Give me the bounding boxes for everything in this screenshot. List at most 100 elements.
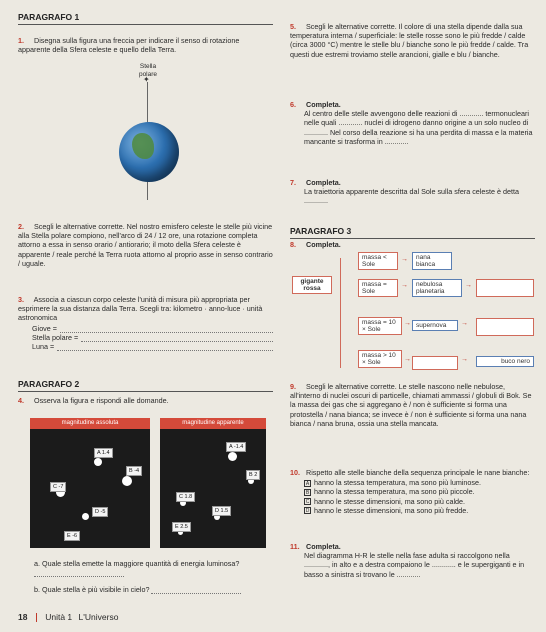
- star-d: [214, 514, 220, 520]
- star-c: [56, 488, 65, 497]
- checkbox[interactable]: B: [304, 489, 311, 497]
- answer-blank[interactable]: [34, 569, 124, 578]
- exercise-number: 3.: [18, 295, 24, 304]
- exercise-text: Nel diagramma H-R le stelle nella fase a…: [304, 551, 525, 579]
- exercise-5: 5. Scegli le alternative corrette. Il co…: [290, 22, 535, 59]
- exercise-text: Scegli le alternative corrette. Le stell…: [290, 382, 532, 428]
- arrow-right-icon: →: [465, 282, 472, 289]
- panel-title: magnitudine apparente: [160, 418, 266, 429]
- exercise-1: 1. Disegna sulla figura una freccia per …: [18, 36, 273, 54]
- exercise-text: Associa a ciascun corpo celeste l'unità …: [18, 295, 263, 323]
- question-4a: a. Quale stella emette la maggiore quant…: [34, 559, 274, 578]
- arrow-right-icon: →: [404, 356, 411, 363]
- section-heading-paragrafo-3: PARAGRAFO 3: [290, 226, 535, 239]
- exercise-number: 5.: [290, 22, 296, 31]
- exercise-9: 9. Scegli le alternative corrette. Le st…: [290, 382, 535, 428]
- star-label: C -7: [50, 482, 67, 492]
- exercise-number: 8.: [290, 240, 296, 249]
- continent-shape: [132, 133, 154, 159]
- exercise-7: 7. Completa. La traiettoria apparente de…: [290, 178, 535, 206]
- flow-box-blank-2[interactable]: [476, 318, 534, 336]
- checkbox[interactable]: A: [304, 479, 311, 487]
- star-e: [178, 530, 183, 535]
- flow-box-center: gigante rossa: [292, 276, 332, 295]
- star-label: E -6: [64, 531, 81, 541]
- exercise-title: Completa.: [306, 100, 341, 109]
- question-text: b. Quale stella è più visibile in cielo?: [34, 585, 150, 594]
- exercise-number: 6.: [290, 100, 296, 109]
- star-d: [82, 513, 89, 520]
- star-label: C 1.8: [176, 492, 196, 502]
- flow-box-buco-nero: buco nero: [476, 356, 534, 368]
- exercise-4: 4. Osserva la figura e rispondi alle dom…: [18, 396, 273, 405]
- answer-blank[interactable]: [151, 586, 242, 595]
- arrow-right-icon: →: [461, 356, 468, 363]
- arrow-right-icon: →: [404, 320, 411, 327]
- row-label: Luna =: [32, 342, 55, 352]
- question-text: a. Quale stella emette la maggiore quant…: [34, 559, 240, 568]
- star-a: [228, 452, 237, 461]
- exercise-text: La traiettoria apparente descritta dal S…: [304, 187, 519, 206]
- star-label: B 2: [246, 470, 261, 480]
- flow-box-blank-3[interactable]: [412, 356, 458, 370]
- exercise-text: Scegli le alternative corrette. Il color…: [290, 22, 529, 59]
- exercise-10: 10. Rispetto alle stelle bianche della s…: [290, 468, 535, 515]
- magnitude-panel-apparent: magnitudine apparente A -1.4 B 2 C 1.8 D…: [160, 418, 266, 548]
- flow-box-mass-10-sun: massa = 10 × Sole: [358, 317, 402, 336]
- row-label: Giove =: [32, 323, 57, 333]
- star-icon: ✦: [143, 75, 150, 84]
- checkbox[interactable]: D: [304, 507, 311, 515]
- exercise-text: Disegna sulla figura una freccia per ind…: [18, 36, 240, 55]
- star-label: Stella polare: [138, 63, 158, 79]
- exercise-number: 11.: [290, 542, 300, 551]
- exercise-number: 7.: [290, 178, 296, 187]
- star-label: B -4: [126, 466, 143, 476]
- section-heading-paragrafo-1: PARAGRAFO 1: [18, 12, 273, 25]
- answer-row-luna[interactable]: Luna =: [32, 342, 273, 352]
- answer-row-giove[interactable]: Giove =: [32, 324, 273, 333]
- exercise-number: 2.: [18, 222, 24, 231]
- option-text: hanno le stesse dimensioni, ma sono più …: [314, 496, 466, 506]
- question-4b: b. Quale stella è più visibile in cielo?: [34, 585, 274, 595]
- panel-title: magnitudine assoluta: [30, 418, 150, 429]
- option-text: hanno le stesse dimensioni, ma sono più …: [314, 505, 469, 515]
- flow-box-supernova: supernova: [412, 320, 458, 332]
- unit-title: L'Universo: [78, 612, 119, 622]
- exercise-number: 10.: [290, 468, 300, 477]
- star-a: [94, 458, 102, 466]
- unit-label: Unità 1: [45, 612, 73, 622]
- flow-box-blank-1[interactable]: [476, 279, 534, 297]
- exercise-6: 6. Completa. Al centro delle stelle avve…: [290, 100, 535, 146]
- flow-box-mass-eq-sun: massa = Sole: [358, 279, 398, 298]
- exercise-title: Completa.: [306, 542, 341, 551]
- arrow-right-icon: →: [401, 256, 408, 263]
- exercise-text: Rispetto alle stelle bianche della seque…: [306, 468, 530, 477]
- exercise-2: 2. Scegli le alternative corrette. Nel n…: [18, 222, 273, 268]
- section-heading-paragrafo-2: PARAGRAFO 2: [18, 379, 273, 392]
- star-c: [180, 500, 186, 506]
- arrow-right-icon: →: [401, 282, 408, 289]
- star-b: [122, 476, 132, 486]
- answer-row-stella-polare[interactable]: Stella polare =: [32, 332, 273, 343]
- page-footer: 18 Unità 1 L'Universo: [18, 612, 118, 623]
- star-label: A -1.4: [226, 442, 247, 452]
- star-label: D 1.5: [212, 506, 232, 516]
- exercise-number: 4.: [18, 396, 24, 405]
- magnitude-panel-absolute: magnitudine assoluta A 1.4 B -4 C -7 D -…: [30, 418, 150, 548]
- exercise-text: Osserva la figura e rispondi alle domand…: [34, 396, 169, 405]
- checkbox[interactable]: C: [304, 498, 311, 506]
- flow-connector-vertical: [340, 258, 341, 368]
- row-label: Stella polare =: [32, 332, 79, 342]
- exercise-number: 1.: [18, 36, 24, 45]
- option-text: hanno la stessa temperatura, ma sono più…: [314, 478, 482, 488]
- exercise-text: Scegli le alternative corrette. Nel nost…: [18, 222, 273, 268]
- flow-box-mass-gt-10-sun: massa > 10 × Sole: [358, 350, 402, 369]
- exercise-3: 3. Associa a ciascun corpo celeste l'uni…: [18, 295, 273, 352]
- option-text: hanno la stessa temperatura, ma sono più…: [314, 487, 475, 497]
- star-label: E 2.5: [172, 522, 191, 532]
